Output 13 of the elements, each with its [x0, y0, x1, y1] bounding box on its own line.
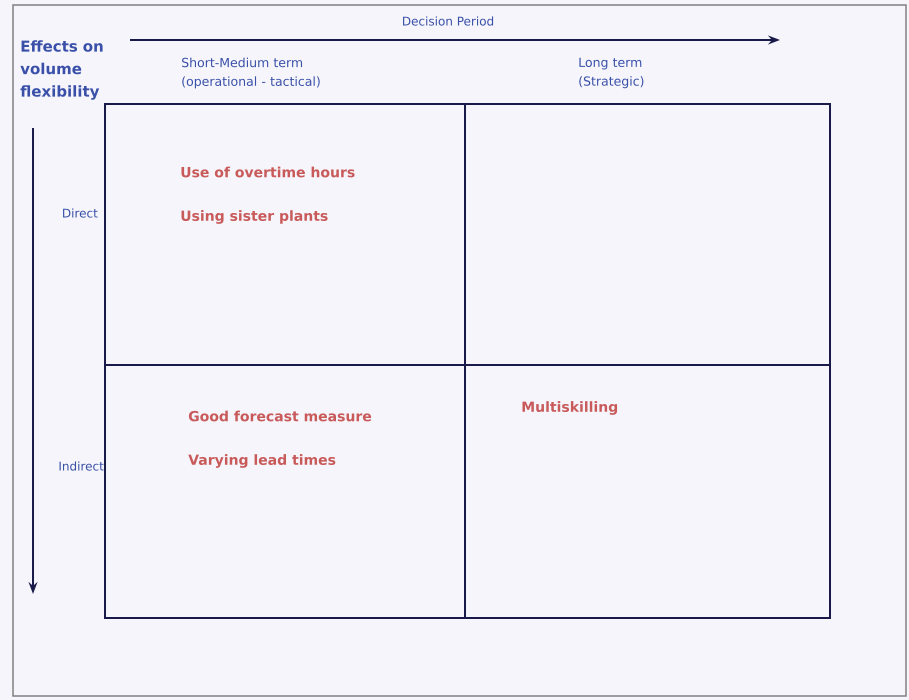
- axis-title: Effects on volume flexibility: [20, 40, 103, 100]
- quadrant-cell: [104, 364, 466, 619]
- cell-text: Varying lead times: [188, 454, 336, 468]
- quadrant-cell: [464, 364, 831, 619]
- column-heading: Long term (Strategic): [579, 58, 644, 88]
- quadrant-cell: [104, 103, 466, 366]
- cell-text: Use of overtime hours: [182, 166, 355, 178]
- cell-text: Multiskilling: [522, 401, 618, 415]
- cell-text: Using sister plants: [182, 210, 328, 224]
- cell-text: Good forecast measure: [188, 410, 372, 422]
- column-heading: Short-Medium term (operational - tactical): [182, 58, 320, 88]
- axis-title: Decision Period: [403, 16, 494, 26]
- empty-cell: [464, 103, 831, 366]
